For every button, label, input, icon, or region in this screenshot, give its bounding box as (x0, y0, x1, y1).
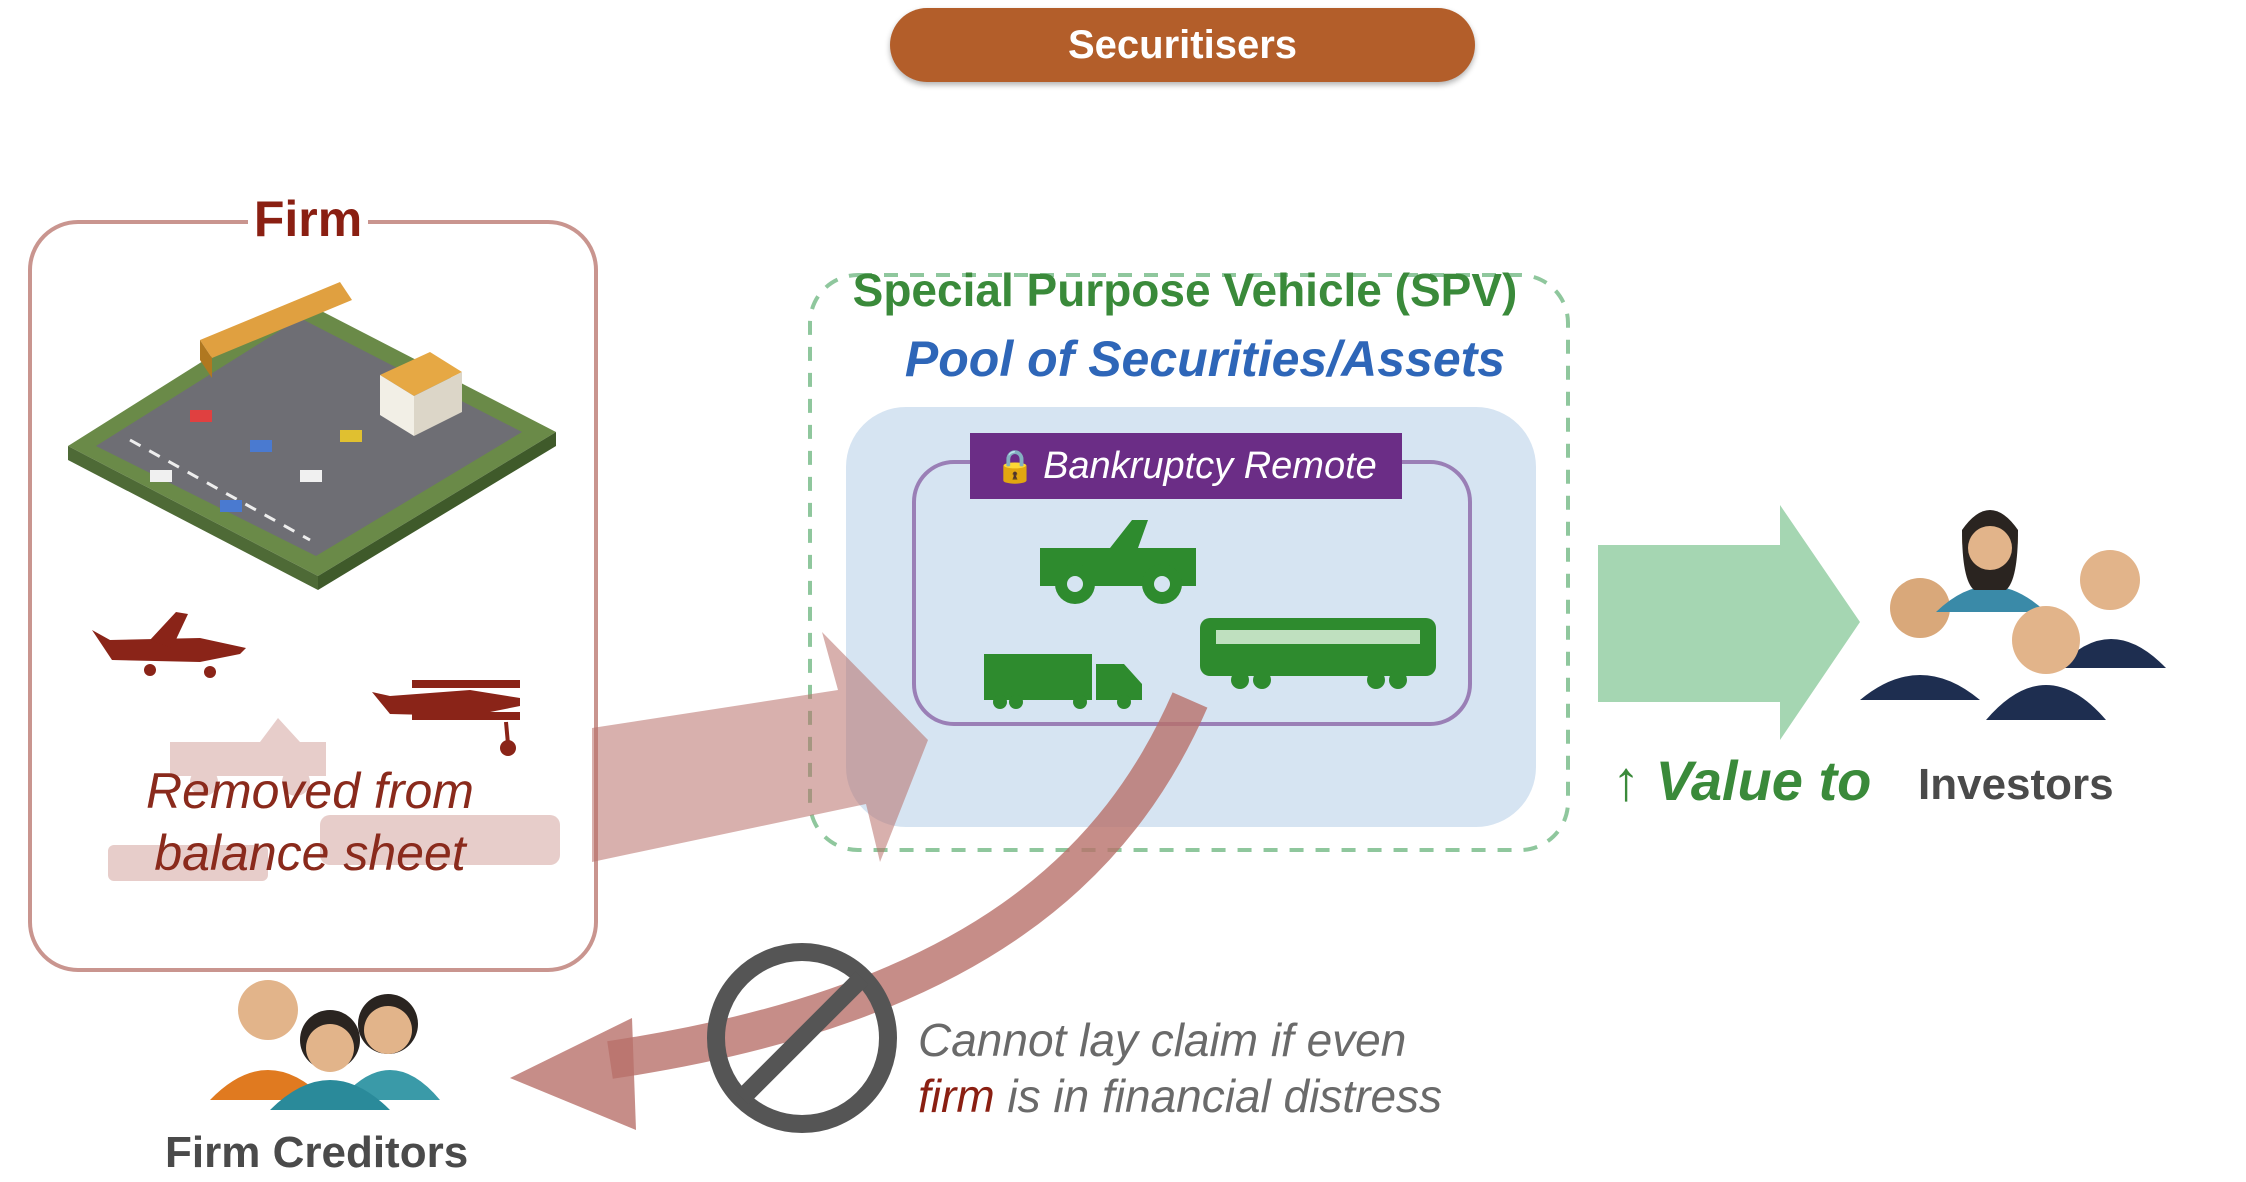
transfer-arrow (592, 632, 928, 862)
spv-title: Special Purpose Vehicle (SPV) (852, 264, 1518, 316)
train-car-icon (1200, 618, 1436, 689)
pool-title: Pool of Securities/Assets (904, 331, 1506, 387)
prohibited-icon (707, 943, 897, 1133)
removed-note-line2: balance sheet (154, 825, 466, 881)
creditors-label: Firm Creditors (165, 1128, 469, 1177)
claim-firm-word: firm (918, 1070, 995, 1122)
investors-label: Investors (1918, 760, 2114, 809)
removed-note-line1: Removed from (146, 763, 474, 819)
creditors-group-icon (210, 980, 440, 1110)
bankruptcy-remote-label: Bankruptcy Remote (1043, 444, 1377, 487)
removed-assets-ghost (108, 718, 560, 881)
investors-group-icon (1860, 510, 2166, 720)
spv-box (808, 273, 1570, 852)
claim-arrow (510, 692, 1208, 1130)
claim-note: Cannot lay claim if even firm is in fina… (918, 1012, 1442, 1124)
up-arrow-icon: ↑ (1612, 749, 1640, 812)
value-arrow (1598, 505, 1860, 740)
firm-title: Firm (248, 190, 368, 248)
securitisers-label: Securitisers (890, 8, 1475, 82)
truck-icon (984, 654, 1142, 709)
claim-note-line2: firm is in financial distress (918, 1068, 1442, 1124)
claim-note-line2-rest: is in financial distress (994, 1070, 1443, 1122)
value-to-label: ↑ Value to (1612, 748, 1871, 813)
jeep-icon (1040, 520, 1196, 604)
bankruptcy-remote-badge: 🔒 Bankruptcy Remote (970, 433, 1402, 499)
biplane-icon (372, 680, 520, 756)
gas-station-illustration (68, 282, 556, 590)
lock-icon: 🔒 (995, 448, 1036, 484)
removed-note: Removed from balance sheet (100, 760, 520, 884)
value-to-text: Value to (1655, 749, 1872, 812)
plane-icon (92, 612, 246, 678)
claim-note-line1: Cannot lay claim if even (918, 1014, 1407, 1066)
